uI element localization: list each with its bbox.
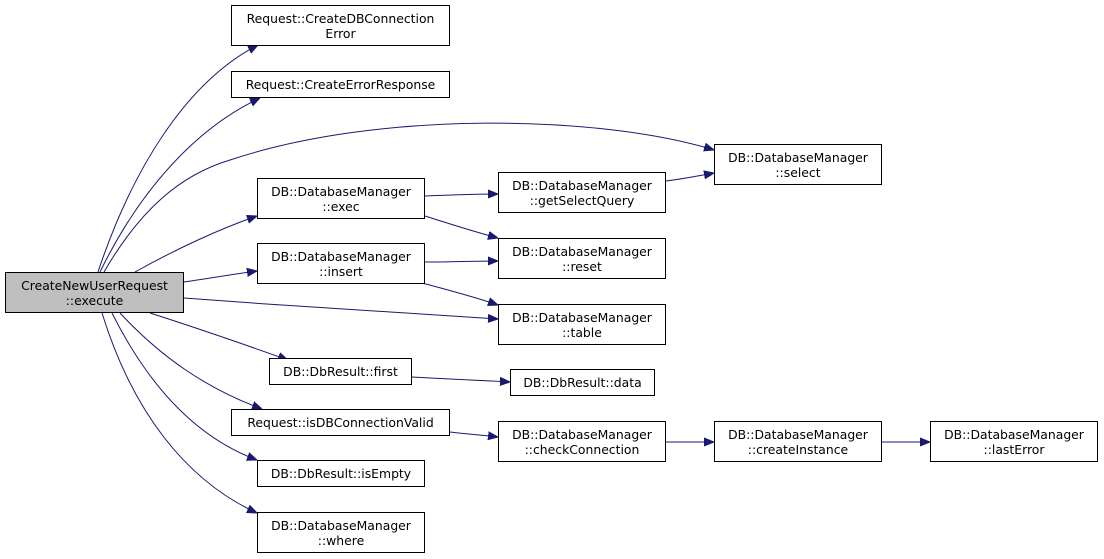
node-databasemanager-table[interactable]: DB::DatabaseManager ::table [498,304,666,345]
node-databasemanager-createinstance[interactable]: DB::DatabaseManager ::createInstance [714,421,882,462]
node-databasemanager-where[interactable]: DB::DatabaseManager ::where [257,512,425,553]
edge-root-isEmpty [111,312,257,460]
edge-root-where [101,312,257,513]
node-label: Request::CreateDBConnection [246,10,435,26]
node-label: Request::isDBConnectionValid [247,415,434,430]
node-databasemanager-reset[interactable]: DB::DatabaseManager ::reset [498,238,666,279]
node-label: ::exec [322,198,360,214]
node-label: DB::DatabaseManager [512,426,652,442]
node-databasemanager-exec[interactable]: DB::DatabaseManager ::exec [257,178,425,219]
node-label: DB::DatabaseManager [512,243,652,259]
edge-root-first [149,312,288,360]
node-label: DB::DatabaseManager [271,183,411,199]
node-label: ::lastError [983,441,1045,457]
edge-root-createErrResp [99,98,260,273]
edge-exec-getSelectQuery [424,194,498,196]
node-label: Error [325,25,356,41]
node-label: DB::DatabaseManager [512,177,652,193]
node-dbresult-isempty[interactable]: DB::DbResult::isEmpty [257,460,425,487]
edge-insert-reset [424,261,498,262]
node-label: ::checkConnection [524,441,640,457]
node-databasemanager-lasterror[interactable]: DB::DatabaseManager ::lastError [930,421,1098,462]
node-databasemanager-getselectquery[interactable]: DB::DatabaseManager ::getSelectQuery [498,172,666,213]
edge-getSelectQuery-select [665,173,714,182]
node-label: DB::DatabaseManager [271,517,411,533]
node-label: Request::CreateErrorResponse [245,77,436,92]
node-dbresult-first[interactable]: DB::DbResult::first [269,358,412,385]
node-label: DB::DatabaseManager [271,248,411,264]
node-label: ::select [775,164,821,180]
node-createnewuserrequest-execute[interactable]: CreateNewUserRequest ::execute [5,272,184,313]
node-label: ::getSelectQuery [529,192,635,208]
node-request-isdbconnectionvalid[interactable]: Request::isDBConnectionValid [231,409,450,436]
node-label: DB::DatabaseManager [512,309,652,325]
edge-root-select [103,122,714,273]
node-label: DB::DbResult::data [523,375,642,390]
node-label: DB::DbResult::first [283,364,398,379]
node-label: ::execute [65,292,124,308]
node-label: DB::DatabaseManager [728,149,868,165]
node-databasemanager-checkconnection[interactable]: DB::DatabaseManager ::checkConnection [498,421,666,462]
node-label: DB::DbResult::isEmpty [270,466,412,481]
node-label: CreateNewUserRequest [21,277,168,293]
edge-exec-reset [424,215,498,238]
edge-first-data [411,376,510,382]
node-label: ::where [317,532,365,548]
edge-root-isDbConnValid [119,312,262,409]
edge-root-insert [183,271,257,283]
node-label: ::reset [562,258,602,274]
node-label: DB::DatabaseManager [944,426,1084,442]
node-label: ::createInstance [747,441,849,457]
node-label: DB::DatabaseManager [728,426,868,442]
edge-root-createDbConnErr [97,45,258,273]
node-request-createerrorresponse[interactable]: Request::CreateErrorResponse [231,71,450,98]
node-label: ::insert [319,263,363,279]
edge-isDbConnValid-checkConnection [449,432,498,437]
node-databasemanager-select[interactable]: DB::DatabaseManager ::select [714,144,882,185]
node-label: ::table [562,324,602,340]
edge-root-exec [134,216,257,273]
edge-root-table [183,297,498,319]
node-databasemanager-insert[interactable]: DB::DatabaseManager ::insert [257,243,425,284]
edge-insert-table [421,282,498,305]
node-dbresult-data[interactable]: DB::DbResult::data [510,369,655,396]
node-request-createdbconnectionerror[interactable]: Request::CreateDBConnection Error [231,5,450,46]
